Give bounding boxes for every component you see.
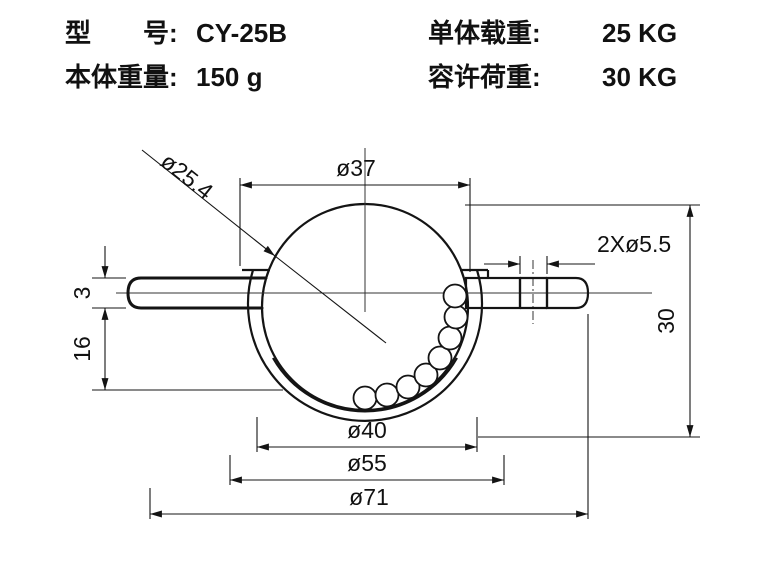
model-value: CY-25B bbox=[196, 18, 287, 48]
ball-dia-leader bbox=[141, 149, 276, 257]
top-dia-text: ø37 bbox=[336, 155, 376, 181]
total-height-text: 30 bbox=[653, 308, 679, 334]
bearing-ball bbox=[437, 325, 463, 351]
dimension-annotations: ø25.4 ø37 2Xø5.5 30 3 bbox=[69, 148, 700, 519]
allow-load-value: 30 KG bbox=[602, 62, 677, 92]
body-height-text: 16 bbox=[69, 336, 95, 362]
dim-inner-diameter: ø40 bbox=[256, 417, 478, 452]
mounting-plate-left bbox=[126, 276, 268, 310]
cup-outer-profile bbox=[246, 269, 484, 422]
bearing-ball bbox=[442, 283, 468, 309]
bearing-ball bbox=[374, 382, 400, 408]
drawing-body bbox=[116, 148, 652, 422]
cup-dia-text: ø55 bbox=[347, 450, 387, 476]
flange-section-right-block bbox=[545, 276, 590, 310]
bearing-ball bbox=[352, 385, 378, 411]
bearing-balls bbox=[352, 283, 469, 411]
unit-load-value: 25 KG bbox=[602, 18, 677, 48]
weight-label: 本体重量: bbox=[65, 62, 178, 92]
dim-cup-diameter: ø55 bbox=[229, 450, 505, 485]
bearing-ball bbox=[427, 345, 453, 371]
ball-dia-leader-tail bbox=[274, 255, 387, 344]
dim-body-height: 16 bbox=[69, 308, 283, 391]
unit-load-label: 单体载重: bbox=[428, 18, 541, 48]
dim-plate-thickness: 3 bbox=[69, 246, 126, 309]
dim-top-diameter: ø37 bbox=[239, 155, 471, 272]
model-label: 型 号: bbox=[65, 18, 178, 48]
allow-load-label: 容许荷重: bbox=[428, 62, 541, 92]
plate-thickness-text: 3 bbox=[69, 287, 95, 300]
inner-dia-text: ø40 bbox=[347, 417, 387, 443]
dim-flange-diameter: ø71 bbox=[149, 314, 589, 519]
dim-mount-holes: 2Xø5.5 bbox=[484, 231, 671, 274]
cup-inner-profile bbox=[272, 357, 458, 413]
bearing-ball bbox=[395, 374, 421, 400]
flange-dia-text: ø71 bbox=[349, 484, 389, 510]
weight-value: 150 g bbox=[196, 62, 263, 92]
ball-dia-text: ø25.4 bbox=[156, 148, 218, 205]
dim-total-height: 30 bbox=[465, 204, 700, 438]
mount-holes-text: 2Xø5.5 bbox=[597, 231, 671, 257]
bearing-ball bbox=[443, 304, 469, 330]
bearing-ball bbox=[413, 362, 439, 388]
spec-header: 型 号: CY-25B 本体重量: 150 g 单体载重: 25 KG 容许荷重… bbox=[65, 18, 677, 92]
